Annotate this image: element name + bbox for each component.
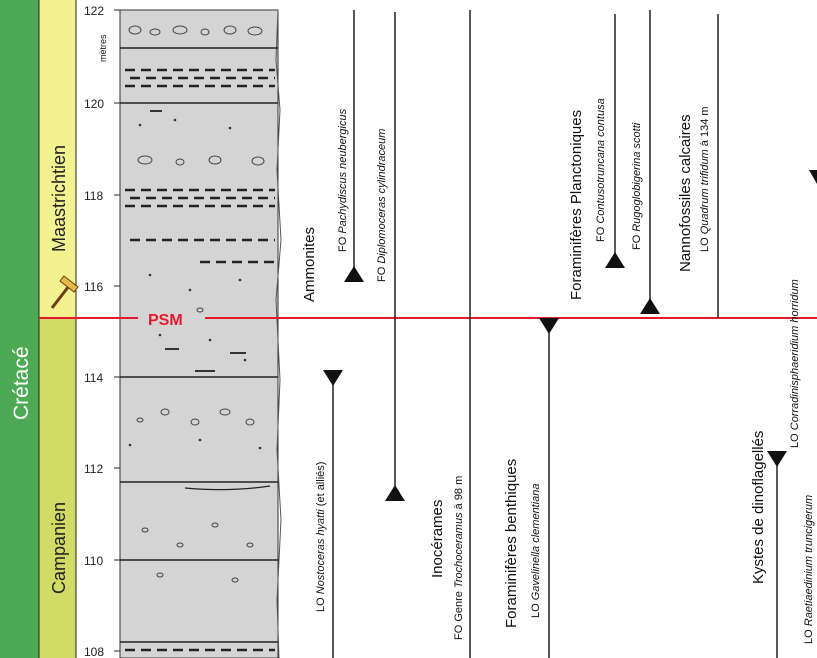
stage-label-maastrichtien: Maastrichtien — [49, 145, 69, 252]
tick-112: 112 — [84, 462, 103, 476]
taxon-quadrum: LO Quadrum trifidum à 134 m — [699, 106, 711, 252]
marker-pachydiscus — [344, 266, 364, 282]
taxon-diplomoceras: FO Diplomoceras cylindraceum — [376, 129, 388, 282]
stage-maastrichtien-band — [39, 0, 76, 318]
tick-118: 118 — [84, 189, 103, 203]
depth-axis: 122 120 118 116 114 112 110 108 mètres — [84, 4, 121, 658]
group-foram-planctoniques: Foraminifères Planctoniques — [568, 110, 585, 300]
group-nannofossiles: Nannofossiles calcaires — [677, 114, 694, 272]
era-column — [0, 0, 39, 658]
marker-rugoglobigerina — [640, 298, 660, 314]
tick-114: 114 — [84, 371, 103, 385]
tick-108: 108 — [84, 645, 104, 658]
marker-corradinisphaeridium — [767, 451, 787, 467]
taxon-trochoceramus: FO Genre Trochoceramus à 98 m — [453, 476, 465, 640]
marker-nostoceras — [323, 370, 343, 386]
taxon-gavelinella: LO Gavelinella clementiana — [530, 483, 542, 618]
group-dinoflagelles: Kystes de dinoflagellés — [750, 431, 767, 584]
marker-gavelinella — [539, 318, 559, 334]
marker-contusotruncana — [605, 252, 625, 268]
era-label: Crétacé — [10, 346, 33, 420]
group-inocerames: Inocérames — [429, 500, 446, 578]
psm-label: PSM — [148, 312, 183, 329]
tick-116: 116 — [84, 280, 103, 294]
marker-raetiaedinium — [809, 170, 817, 184]
taxon-corradinisphaeridium: LO Corradinisphaeridium horridum — [789, 279, 801, 448]
group-ammonites: Ammonites — [301, 227, 318, 302]
taxon-pachydiscus: FO Pachydiscus neubergicus — [337, 108, 349, 252]
stage-label-campanien: Campanien — [49, 502, 69, 594]
axis-unit: mètres — [98, 34, 108, 62]
lithology-column — [119, 9, 282, 658]
event-markers — [323, 170, 817, 501]
group-foram-benthiques: Foraminifères benthiques — [503, 459, 520, 628]
psm-boundary: PSM — [39, 312, 817, 329]
taxon-raetiaedinium: LO Raetiaedinium truncigerum — [803, 495, 815, 644]
taxon-contusotruncana: FO Contusotruncana contusa — [595, 98, 607, 242]
golden-spike-icon — [50, 275, 79, 309]
taxon-rugoglobigerina: FO Rugoglobigerina scotti — [631, 122, 643, 250]
tick-110: 110 — [84, 554, 103, 568]
marker-diplomoceras — [385, 485, 405, 501]
taxon-nostoceras: LO Nostoceras hyatti (et alliés) — [315, 462, 327, 612]
range-lines — [332, 10, 778, 658]
stage-campanien-band — [39, 318, 76, 658]
tick-122: 122 — [84, 4, 104, 18]
tick-120: 120 — [84, 97, 104, 111]
